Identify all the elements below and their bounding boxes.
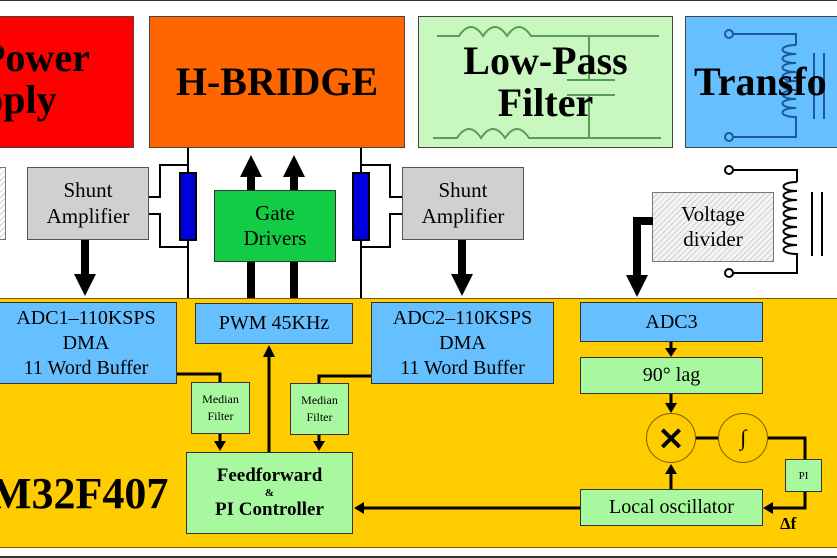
pi-label: PI: [798, 469, 809, 482]
arrow-gate-to-hbridge-2: [283, 155, 305, 177]
adc2-line3: 11 Word Buffer: [400, 356, 525, 379]
h-bridge-block: H-BRIDGE: [149, 16, 405, 148]
adc3-block: ADC3: [580, 302, 763, 342]
top-border: [0, 0, 837, 1]
integrator-icon: ∫: [718, 413, 768, 463]
low-pass-filter-block: Low-Pass Filter: [418, 16, 673, 148]
median1-line1: Median: [202, 391, 239, 406]
shunt-right-lead-wire: [361, 164, 402, 248]
arrow-gate-to-hbridge-1: [240, 155, 262, 177]
feedforward-pi-controller-block: Feedforward & PI Controller: [186, 452, 353, 534]
voltage-divider-line1: Voltage: [681, 201, 745, 226]
lpf-line2: Filter: [497, 80, 594, 125]
voltage-divider-line2: divider: [683, 227, 743, 251]
multiplier-symbol: ×: [656, 418, 686, 458]
local-oscillator-label: Local oscillator: [609, 496, 734, 518]
adc1-line2: DMA: [62, 331, 110, 354]
gate-drivers-line2: Drivers: [243, 226, 307, 250]
bottom-border: [0, 556, 837, 558]
adc3-label: ADC3: [645, 310, 698, 333]
pwm-label: PWM 45KHz: [218, 312, 330, 334]
shunt-left-line1: Shunt: [63, 178, 113, 203]
arrow-shunt2-to-adc2: [451, 274, 473, 296]
shunt-right-line1: Shunt: [438, 178, 488, 203]
pwm-block: PWM 45KHz: [195, 303, 353, 344]
power-supply-line1: Power: [0, 35, 90, 80]
controller-ampersand: &: [264, 486, 275, 499]
adc1-line3: 11 Word Buffer: [23, 356, 149, 379]
lag-label: 90° lag: [642, 364, 701, 386]
median2-line1: Median: [301, 392, 338, 407]
controller-line1: Feedforward: [216, 464, 323, 486]
lpf-line1: Low-Pass: [463, 38, 628, 83]
delta-f-label: Δf: [780, 514, 797, 533]
arrow-vdiv-to-adc3: [626, 275, 648, 297]
gate-drivers-line1: Gate: [255, 200, 295, 225]
median1-line2: Filter: [207, 409, 234, 423]
shunt-left-line2: Amplifier: [46, 203, 130, 228]
shunt-resistor-left: [179, 172, 197, 241]
shunt-right-line2: Amplifier: [421, 203, 505, 228]
link-pwm-to-gate-1: [247, 262, 255, 303]
voltage-divider-left-partial: [0, 167, 6, 240]
adc1-line1: ADC1–110KSPS: [16, 306, 156, 329]
integrator-symbol: ∫: [739, 425, 747, 450]
shunt-resistor-right: [352, 172, 370, 241]
transformer-label: Transfo: [694, 59, 827, 104]
local-oscillator-block: Local oscillator: [580, 489, 763, 526]
transformer-block: Transfo: [685, 16, 837, 148]
multiplier-icon: ×: [646, 413, 696, 463]
pi-block: PI: [785, 459, 822, 492]
lag-90-block: 90° lag: [580, 357, 763, 394]
adc2-line1: ADC2–110KSPS: [392, 306, 533, 329]
adc2-line2: DMA: [439, 331, 486, 354]
median2-line2: Filter: [306, 410, 333, 424]
shunt-left-lead-wire: [149, 164, 188, 248]
link-pwm-to-gate-2: [290, 262, 298, 303]
power-supply-line2: pply: [0, 77, 57, 122]
mcu-label: M32F407: [0, 469, 169, 518]
controller-line2: PI Controller: [215, 499, 324, 521]
power-supply-block: Powerpply: [0, 16, 134, 148]
arrow-shunt1-to-adc1: [74, 274, 96, 296]
h-bridge-label: H-BRIDGE: [175, 59, 379, 104]
